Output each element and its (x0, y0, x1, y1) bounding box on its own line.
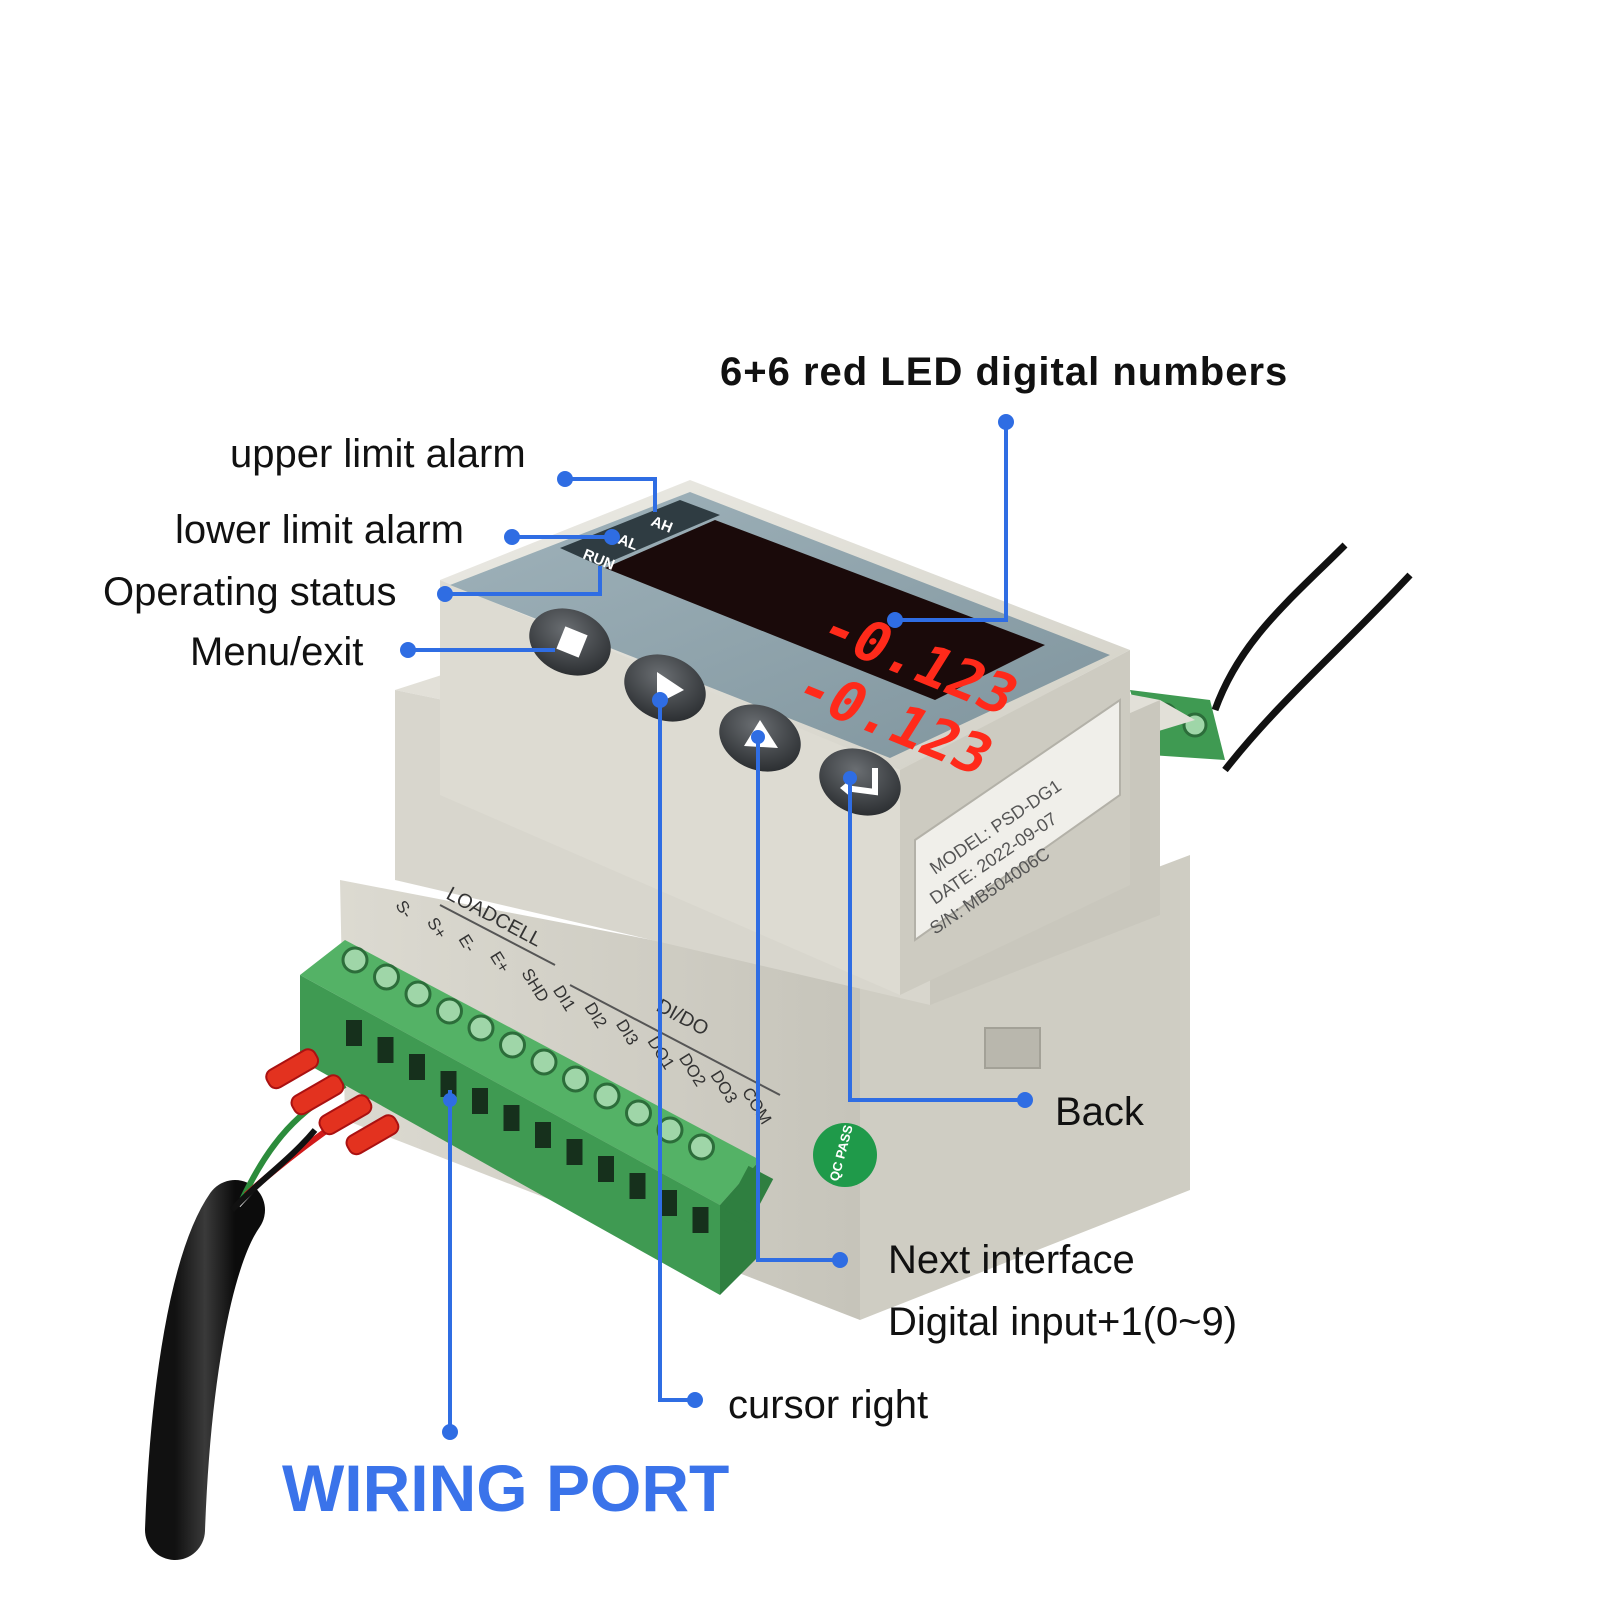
callout-led-digits: 6+6 red LED digital numbers (720, 350, 1289, 394)
terminal-screw[interactable] (467, 1014, 495, 1042)
callout-digital-input: Digital input+1(0~9) (888, 1300, 1238, 1344)
terminal-slot (661, 1190, 677, 1216)
leader-upper-alarm (565, 477, 657, 512)
terminal-screw[interactable] (499, 1031, 526, 1059)
leader-next (756, 737, 840, 1262)
leader-back (848, 778, 1025, 1102)
callout-upper-limit-alarm: upper limit alarm (230, 432, 526, 476)
terminal-slot (629, 1173, 646, 1199)
callout-operating-status: Operating status (103, 570, 397, 614)
terminal-slot (472, 1088, 488, 1114)
leader-led (895, 422, 1008, 622)
callout-wiring-port: WIRING PORT (282, 1451, 730, 1525)
callout-menu-exit: Menu/exit (190, 630, 364, 674)
terminal-block (300, 940, 774, 1295)
terminal-screw[interactable] (562, 1065, 589, 1093)
menu-exit-button[interactable] (519, 597, 621, 688)
leader-dots (400, 414, 1033, 1440)
indicator-al: AL (616, 531, 641, 554)
terminal-screw[interactable] (530, 1048, 558, 1076)
leader-operating (445, 566, 602, 596)
indicator-ah: AH (649, 513, 675, 537)
terminal-slot (535, 1122, 551, 1148)
terminal-screw[interactable] (373, 963, 400, 991)
buttons (519, 597, 901, 816)
side-wires (1211, 542, 1413, 773)
terminal-slot (440, 1071, 457, 1097)
terminal-slot (346, 1020, 362, 1046)
loadcell-cable (145, 1048, 400, 1560)
terminal-screw[interactable] (436, 997, 463, 1025)
terminal-screw[interactable] (593, 1082, 621, 1110)
terminal-screw[interactable] (625, 1099, 652, 1127)
terminal-slot (566, 1139, 583, 1165)
callout-lower-limit-alarm: lower limit alarm (175, 508, 464, 552)
terminal-screw[interactable] (688, 1133, 715, 1161)
terminal-slot (692, 1207, 709, 1233)
front-panel (450, 492, 1110, 758)
terminal-slot (598, 1156, 614, 1182)
callout-cursor-right: cursor right (728, 1383, 929, 1427)
leader-lines (408, 422, 1025, 1432)
terminal-slot (409, 1054, 425, 1080)
leader-cursor (658, 700, 695, 1402)
terminal-slot (377, 1037, 394, 1063)
callout-back: Back (1055, 1090, 1144, 1134)
terminal-slot (503, 1105, 520, 1131)
terminal-screw[interactable] (404, 980, 432, 1008)
terminal-screw[interactable] (341, 946, 369, 974)
qc-pass-sticker: QC PASS (813, 1123, 877, 1187)
callout-next-interface: Next interface (888, 1238, 1135, 1282)
